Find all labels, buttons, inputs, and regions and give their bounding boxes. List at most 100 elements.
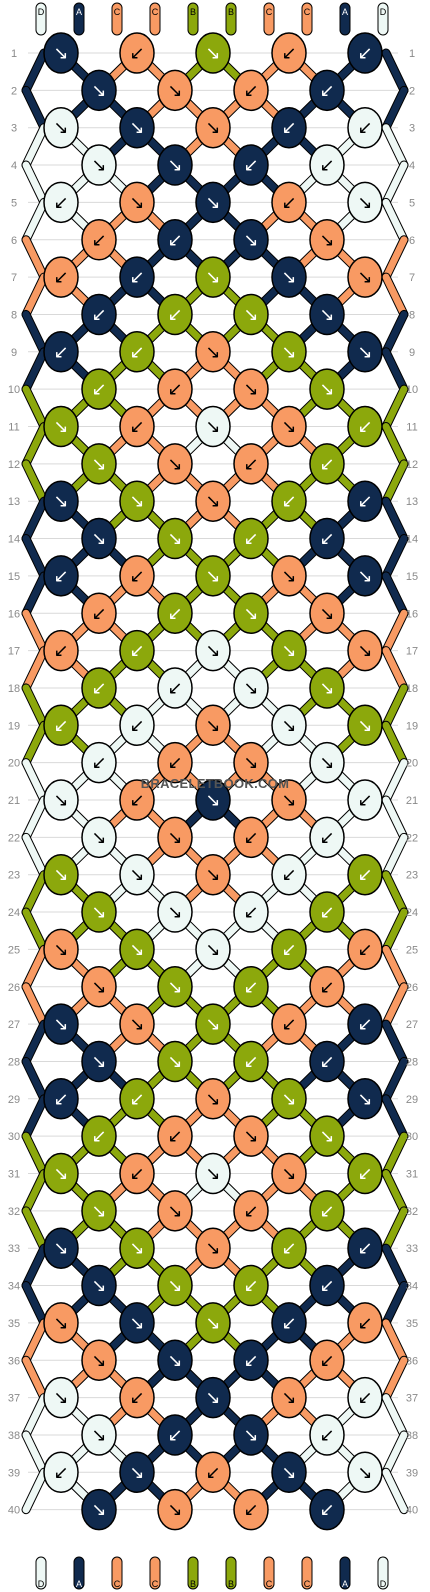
knot-arrow-icon: ↙ xyxy=(243,529,258,550)
knot: ↙ xyxy=(43,331,79,373)
row-number-left: 16 xyxy=(8,608,20,620)
knot-arrow-icon: ↘ xyxy=(319,230,334,251)
knot-body xyxy=(347,1227,383,1269)
knot-body xyxy=(43,32,79,74)
strand-letter: D xyxy=(38,1579,45,1589)
knot-arrow-icon: ↙ xyxy=(167,603,182,624)
knot-arrow-icon: ↘ xyxy=(91,1500,106,1521)
knot-arrow-icon: ↘ xyxy=(91,454,106,475)
row-number-left: 33 xyxy=(8,1243,20,1255)
knot-arrow-icon: ↘ xyxy=(129,1313,144,1334)
knot-body xyxy=(271,629,307,672)
knot: ↙ xyxy=(81,592,117,634)
edge-strand xyxy=(22,460,48,505)
knot: ↙ xyxy=(157,741,193,784)
row-number-left: 19 xyxy=(8,720,20,732)
knot-body xyxy=(233,1339,269,1381)
row-number-left: 22 xyxy=(8,832,20,844)
knot-body xyxy=(271,1078,307,1120)
knot-body xyxy=(195,1152,231,1195)
knot-arrow-icon: ↙ xyxy=(357,118,372,139)
knot-arrow-icon: ↙ xyxy=(91,1126,106,1147)
knot-arrow-icon: ↘ xyxy=(167,1276,182,1297)
knot: ↘ xyxy=(43,405,79,448)
watermark-text: BRACELETBOOK.COM xyxy=(141,776,290,791)
knot-body xyxy=(119,1003,155,1045)
knot: ↙ xyxy=(119,555,155,597)
knot-body xyxy=(271,1302,307,1344)
knot-arrow-icon: ↘ xyxy=(205,43,220,64)
knot-arrow-icon: ↙ xyxy=(319,155,334,176)
row-number-right: 10 xyxy=(406,384,418,396)
knot: ↘ xyxy=(233,741,269,784)
strand-start: C xyxy=(111,2,123,36)
knot: ↙ xyxy=(81,1115,117,1157)
row-number-right: 12 xyxy=(406,459,418,471)
row-number-right: 32 xyxy=(406,1206,418,1218)
edge-strand xyxy=(22,1132,48,1177)
edge-strand xyxy=(22,1431,48,1476)
knot-arrow-icon: ↘ xyxy=(319,1126,334,1147)
row-number-left: 13 xyxy=(8,496,20,508)
edge-strand xyxy=(382,1095,408,1140)
knot: ↘ xyxy=(43,1003,79,1045)
knot-arrow-icon: ↘ xyxy=(243,753,258,774)
knot-body xyxy=(81,592,117,634)
strand-start: A xyxy=(73,2,85,36)
knot-body xyxy=(43,181,79,224)
knot: ↘ xyxy=(119,1302,155,1344)
strand-start: B xyxy=(187,2,199,36)
knot-arrow-icon: ↘ xyxy=(319,603,334,624)
knot: ↙ xyxy=(347,1152,383,1195)
knot: ↘ xyxy=(43,779,79,821)
edge-strand xyxy=(382,1319,408,1364)
row-number-right: 7 xyxy=(409,272,415,284)
knot-arrow-icon: ↘ xyxy=(167,529,182,550)
edge-strand xyxy=(22,49,48,94)
knot-arrow-icon: ↘ xyxy=(129,491,144,512)
knot-arrow-icon: ↘ xyxy=(357,267,372,288)
knot-body xyxy=(195,1376,231,1419)
row-number-right: 8 xyxy=(409,309,415,321)
knot: ↘ xyxy=(195,331,231,373)
edge-strand xyxy=(22,348,48,393)
edge-strand xyxy=(22,535,48,580)
knot-body xyxy=(195,853,231,896)
strand-end: C xyxy=(301,1556,313,1590)
strand-end: C xyxy=(149,1556,161,1590)
knot-body xyxy=(347,256,383,298)
knot: ↘ xyxy=(309,667,345,709)
knot-body xyxy=(233,667,269,709)
row-number-left: 14 xyxy=(8,534,20,546)
edge-strand xyxy=(22,945,48,991)
knot: ↙ xyxy=(81,741,117,784)
knot-body xyxy=(195,106,231,149)
knot-body xyxy=(347,1152,383,1195)
knot-arrow-icon: ↙ xyxy=(319,454,334,475)
row-number-right: 39 xyxy=(406,1467,418,1479)
knot-arrow-icon: ↘ xyxy=(129,865,144,886)
knot-arrow-icon: ↘ xyxy=(205,566,220,587)
row-number-right: 33 xyxy=(406,1243,418,1255)
knot-arrow-icon: ↙ xyxy=(357,1164,372,1185)
knot-body xyxy=(347,1302,383,1344)
edge-strand xyxy=(382,1356,408,1402)
knot: ↙ xyxy=(347,480,383,522)
knot-arrow-icon: ↙ xyxy=(205,1462,220,1483)
knot-body xyxy=(195,1003,231,1045)
knot-body xyxy=(233,741,269,784)
knot: ↙ xyxy=(309,1264,345,1307)
knot-body xyxy=(233,219,269,261)
knot-body xyxy=(43,629,79,672)
row-number-left: 3 xyxy=(11,123,17,135)
knot-body xyxy=(309,517,345,560)
knot-body xyxy=(119,1302,155,1344)
knot-arrow-icon: ↘ xyxy=(281,1388,296,1409)
knot-body xyxy=(81,966,117,1008)
knot: ↘ xyxy=(119,928,155,971)
knot-body xyxy=(271,106,307,149)
row-number-left: 27 xyxy=(8,1019,20,1031)
knot-arrow-icon: ↙ xyxy=(357,939,372,960)
knot: ↙ xyxy=(309,443,345,485)
row-number-left: 23 xyxy=(8,870,20,882)
